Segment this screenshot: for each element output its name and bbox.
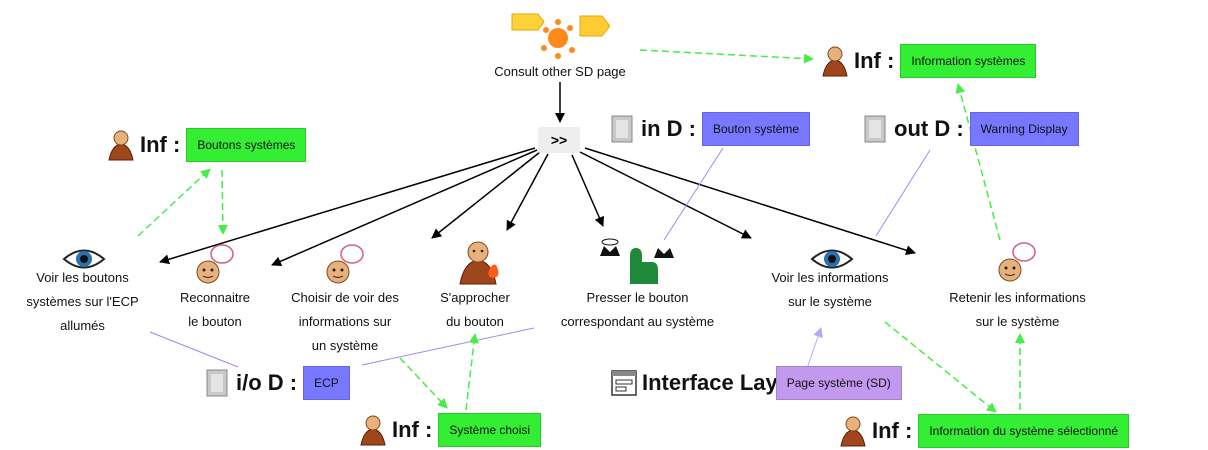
object-bouton-systeme: in D : Bouton système <box>609 112 811 146</box>
thinking-person-icon <box>324 242 366 286</box>
monk-fire-icon <box>456 238 502 286</box>
edge-t1-o2 <box>137 168 211 237</box>
object-prefix: Inf : <box>872 418 913 443</box>
edge-t3-o7 <box>399 357 448 409</box>
thinking-person-icon <box>194 242 236 286</box>
thinking-person-icon <box>996 240 1038 284</box>
collaboration-icon <box>510 8 611 66</box>
monk-icon <box>360 415 386 446</box>
edge-o7-t4 <box>465 333 479 411</box>
object-box: ECP <box>303 366 350 400</box>
edge-o5-t4 <box>361 327 535 366</box>
object-boutons-systemes: Inf : Boutons systèmes <box>106 128 307 162</box>
edge-hub-t5 <box>571 154 604 227</box>
edge-hub-t2 <box>271 149 538 267</box>
object-page-systeme: Interface Lay Page système (SD) <box>610 366 902 400</box>
edge-t7-o1 <box>955 83 1001 241</box>
purple-edges <box>149 147 931 381</box>
device-icon <box>611 115 633 143</box>
edge-o3-t5 <box>663 147 724 241</box>
object-prefix: out D : <box>894 116 964 141</box>
object-ecp: i/o D : ECP <box>204 366 350 400</box>
edge-hub-t4 <box>506 153 549 231</box>
object-information-systemes: Inf : Information systèmes <box>820 44 1037 78</box>
edge-t1-o5 <box>149 331 239 368</box>
eye-icon <box>62 246 106 272</box>
edge-hub-t7 <box>584 147 916 256</box>
object-box: Warning Display <box>969 112 1079 146</box>
edge-top-o1 <box>639 49 814 64</box>
monk-icon <box>822 46 848 77</box>
black-edges <box>159 82 916 267</box>
eye-icon <box>810 246 854 272</box>
monk-icon <box>840 416 866 447</box>
object-box: Bouton système <box>702 112 811 146</box>
device-icon <box>864 115 886 143</box>
edge-o2-t2 <box>217 169 228 235</box>
object-box: Page système (SD) <box>775 366 902 400</box>
edge-o4-t6 <box>875 149 931 237</box>
press-hand-icon <box>596 236 680 286</box>
object-warning-display: out D : Warning Display <box>862 112 1079 146</box>
edge-t6-o8 <box>884 321 997 413</box>
hub-node: >> <box>538 127 580 153</box>
object-prefix: in D : <box>641 116 696 141</box>
object-prefix: Inf : <box>392 417 433 442</box>
object-prefix: i/o D : <box>236 370 298 395</box>
top-node-label: Consult other SD page <box>494 64 626 79</box>
object-prefix: Inf : <box>140 132 181 157</box>
object-prefix: Interface Lay <box>642 370 778 395</box>
edge-hub-t1 <box>159 147 536 265</box>
object-box: Système choisi <box>438 413 542 447</box>
green-edges <box>137 49 1025 413</box>
edge-hub-t3 <box>431 151 541 239</box>
window-layout-icon <box>611 370 637 396</box>
object-information-systeme-selectionne: Inf : Information du système sélectionné <box>838 414 1130 448</box>
object-box: Boutons systèmes <box>186 128 307 162</box>
object-box: Information du système sélectionné <box>918 414 1130 448</box>
object-systeme-choisi: Inf : Système choisi <box>358 413 542 447</box>
object-box: Information systèmes <box>900 44 1037 78</box>
object-prefix: Inf : <box>854 48 895 73</box>
edge-hub-t6 <box>579 151 752 239</box>
monk-icon <box>108 130 134 161</box>
device-icon <box>206 369 228 397</box>
